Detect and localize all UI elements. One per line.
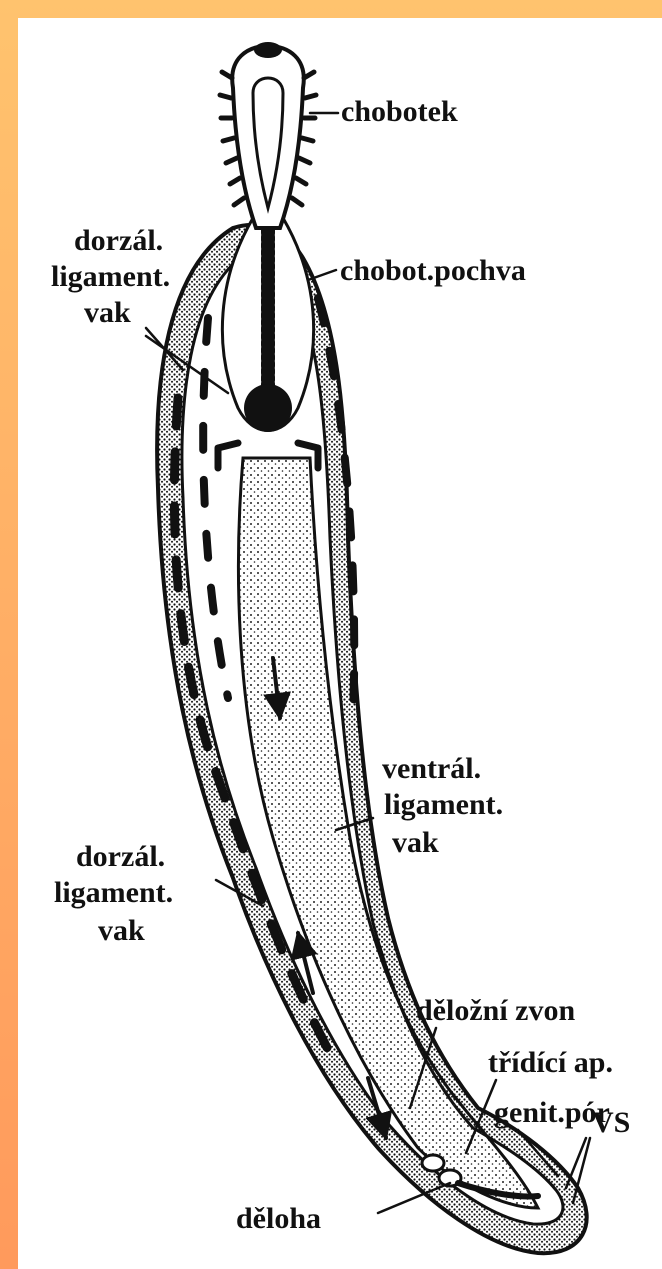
- label-tridici-ap: třídící ap.: [488, 1046, 613, 1079]
- label-delozni-zvon: děložní zvon: [416, 994, 575, 1027]
- label-dorzal-top-1: dorzál.: [74, 224, 163, 257]
- proboscis: [220, 42, 316, 228]
- label-dorzal-bottom-2: ligament.: [54, 876, 173, 909]
- label-chobot-pochva: chobot.pochva: [340, 254, 526, 287]
- label-dorzal-bottom-3: vak: [98, 914, 145, 947]
- label-chobotek: chobotek: [341, 95, 458, 128]
- label-dorzal-top-3: vak: [84, 296, 131, 329]
- acanthocephalan-diagram: chobotek chobot.pochva dorzál. ligament.…: [18, 18, 662, 1269]
- label-dorzal-bottom-1: dorzál.: [76, 840, 165, 873]
- label-ventral-2: ligament.: [384, 788, 503, 821]
- label-deloha: děloha: [236, 1202, 321, 1235]
- label-dorzal-top-2: ligament.: [51, 260, 170, 293]
- label-ventral-3: vak: [392, 826, 439, 859]
- diagram-sheet: chobotek chobot.pochva dorzál. ligament.…: [18, 18, 662, 1269]
- label-ventral-1: ventrál.: [382, 752, 481, 785]
- label-vs: VS: [592, 1106, 630, 1139]
